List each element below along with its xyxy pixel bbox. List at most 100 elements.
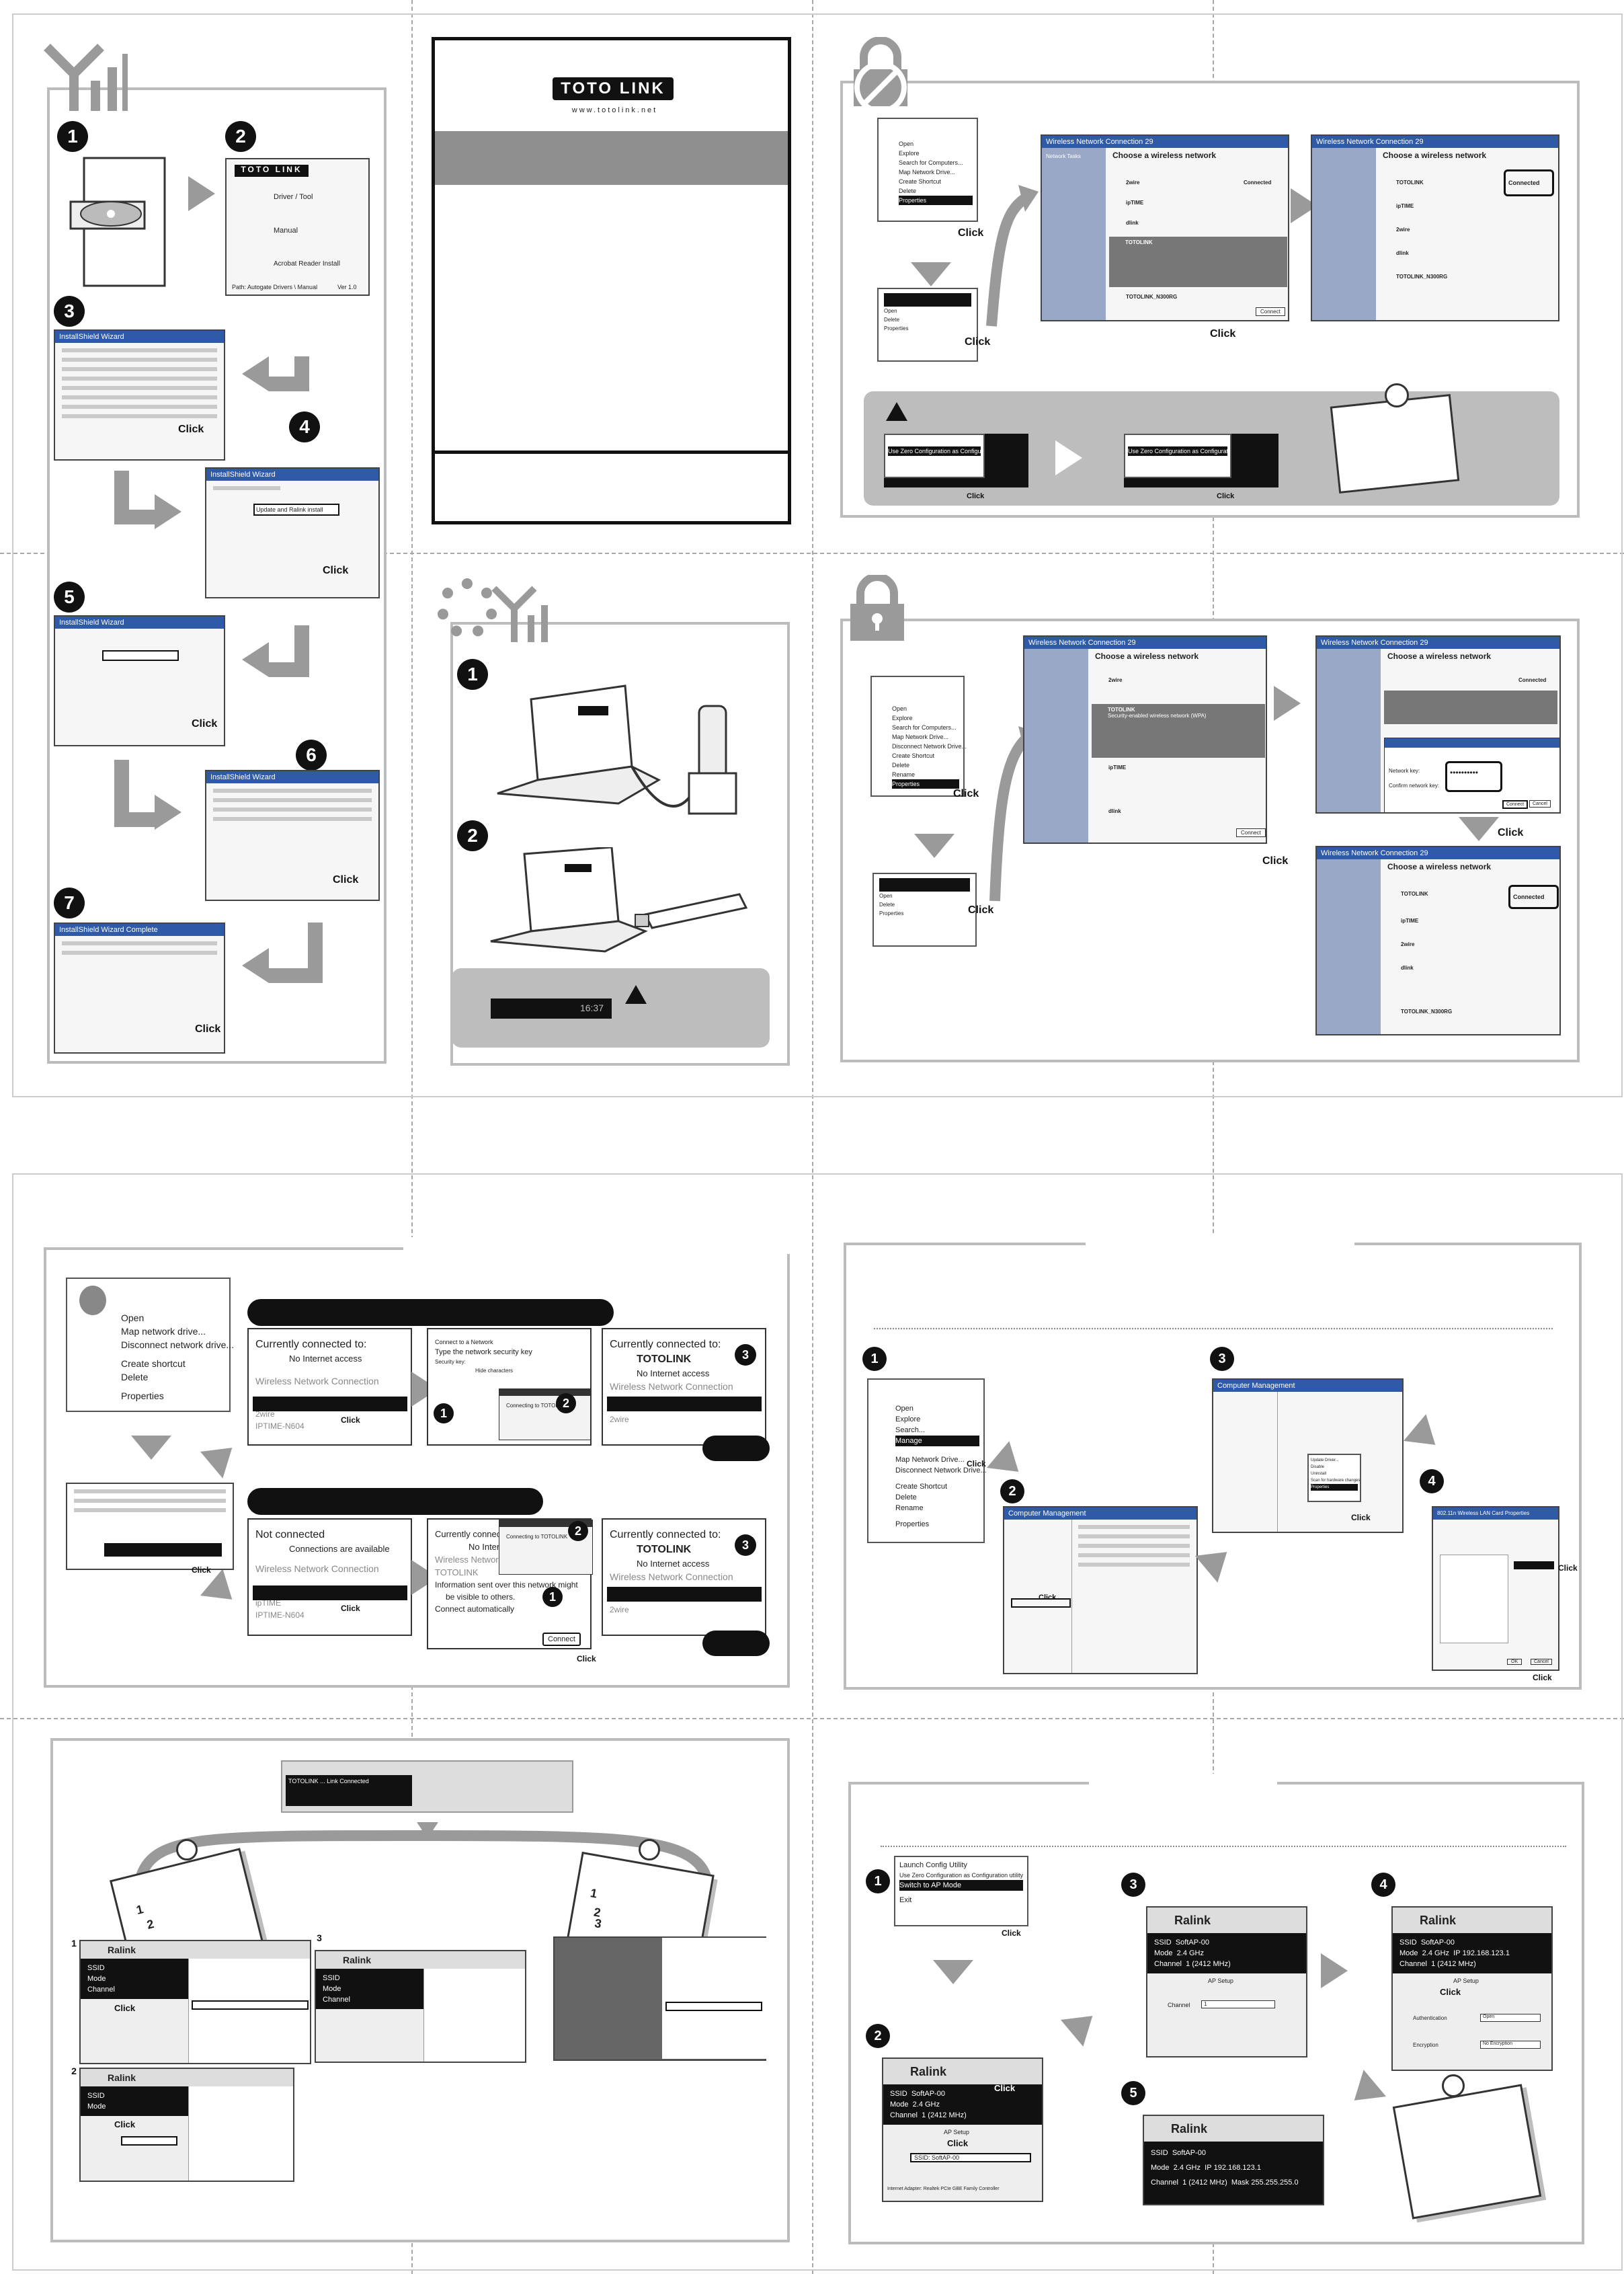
menu-item[interactable]: Properties (121, 1390, 164, 1401)
network-name[interactable]: ipTIME (1396, 203, 1414, 209)
network-name[interactable]: ipTIME (1401, 918, 1419, 924)
cancel-button[interactable]: Cancel (1531, 1659, 1552, 1665)
channel-select[interactable]: 1 (1201, 2000, 1275, 2008)
menu-item[interactable]: Exit (888, 467, 899, 473)
network-name[interactable]: TOTOLINK (1401, 891, 1428, 897)
wizard-option[interactable]: Update and Ralink install (253, 504, 339, 516)
menu-item[interactable]: Map network drive... (121, 1326, 206, 1337)
network-name[interactable]: IPTIME-N604 (255, 1421, 304, 1431)
menu-item[interactable]: Manage (895, 1436, 979, 1446)
menu-item[interactable]: Open (892, 705, 907, 712)
menu-item[interactable]: Explore (895, 1415, 921, 1423)
network-name[interactable]: dlink (1108, 808, 1121, 814)
menu-item[interactable]: Launch Config Utility (888, 438, 944, 445)
menu-item[interactable]: Disconnect Network Drive... (892, 743, 967, 750)
menu-item[interactable]: Update Driver... (1311, 1458, 1339, 1462)
network-name[interactable]: 2wire (255, 1409, 275, 1419)
menu-item[interactable]: Create Shortcut (899, 178, 942, 185)
menu-item[interactable]: Disconnect Network Drive... (895, 1466, 987, 1475)
network-name[interactable]: TOTOLINK_N300RG (1396, 274, 1448, 280)
network-name[interactable]: 2wire (1126, 180, 1140, 186)
menu-item[interactable]: Delete (121, 1372, 149, 1382)
menu-item[interactable]: Search for Computers... (892, 724, 957, 731)
menu-item[interactable]: Open (899, 141, 914, 147)
menu-item[interactable]: Use Zero Configuration as Configuration … (1128, 446, 1227, 456)
arrow-down (131, 1436, 171, 1460)
menu-item[interactable]: Launch Config Utility (899, 1861, 967, 1869)
menu-item[interactable]: Open (879, 893, 893, 899)
network-name[interactable]: IPTIME-N604 (255, 1610, 304, 1620)
menu-item[interactable]: Delete (892, 762, 910, 769)
ok-button[interactable]: OK (1507, 1659, 1522, 1665)
menu-item[interactable]: Map Network Drive... (892, 734, 949, 740)
network-name[interactable]: ipTIME (1108, 764, 1127, 771)
network-name[interactable]: 2wire (610, 1605, 629, 1614)
connect-button[interactable]: Connect (1502, 800, 1529, 809)
network-name[interactable]: dlink (1126, 220, 1139, 226)
menu-item[interactable]: Delete (884, 317, 900, 323)
network-name[interactable]: TOTOLINK_N300RG (1401, 1009, 1453, 1015)
network-name[interactable]: 2wire (610, 1415, 629, 1424)
menu-item[interactable]: Properties (1311, 1484, 1358, 1491)
menu-item[interactable]: Use Zero Configuration as Configuration … (888, 446, 981, 456)
menu-item[interactable]: Properties (879, 910, 904, 916)
menu-item[interactable]: Delete (895, 1493, 917, 1501)
menu-item[interactable]: Create Shortcut (895, 1483, 948, 1491)
network-name[interactable]: 2wire (1396, 227, 1410, 233)
menu-item[interactable]: Map Network Drive... (895, 1456, 965, 1464)
menu-item[interactable]: Map Network Drive... (899, 169, 956, 175)
menu-item[interactable]: Properties (884, 325, 909, 331)
menu-item[interactable]: Delete (899, 188, 917, 194)
network-name[interactable]: TOTOLINK (1396, 180, 1424, 186)
menu-item[interactable]: Exit (1128, 467, 1139, 473)
menu-item[interactable]: Properties (899, 196, 973, 205)
selected-network[interactable]: TOTOLINK (1109, 237, 1287, 287)
menu-item[interactable]: Search for Computers... (899, 159, 963, 166)
connect-button[interactable]: Connect (1236, 828, 1266, 837)
menu-item[interactable]: Exit (899, 1896, 912, 1904)
menu-item[interactable]: Properties (895, 1520, 930, 1528)
hide-chars-label[interactable]: Hide characters (475, 1368, 514, 1374)
ssid-input[interactable] (121, 2136, 177, 2146)
connect-button[interactable]: Connect (1256, 307, 1285, 316)
enc-select[interactable]: No Encryption (1480, 2041, 1541, 2049)
menu-item[interactable]: Use Zero Configuration as Configuration … (899, 1872, 1023, 1879)
menu-item[interactable]: Switch to AP Mode (899, 1880, 1023, 1891)
menu-item[interactable]: Properties (892, 779, 959, 789)
autorun-item[interactable]: Manual (274, 227, 298, 235)
cancel-button[interactable]: Cancel (1529, 800, 1551, 808)
network-name[interactable]: dlink (1396, 250, 1409, 256)
menu-item[interactable]: Create Shortcut (892, 752, 935, 759)
menu-item[interactable]: Switch to AP Mode (1128, 457, 1179, 464)
autorun-item[interactable]: Driver / Tool (274, 193, 313, 201)
menu-item[interactable]: Disable (1311, 1465, 1325, 1469)
menu-item[interactable]: Create shortcut (121, 1358, 186, 1369)
auth-select[interactable]: Open (1480, 2014, 1541, 2022)
network-name[interactable]: 2wire (1401, 941, 1415, 947)
menu-item[interactable]: Search... (895, 1426, 926, 1434)
menu-item[interactable]: Switch to AP Mode (888, 457, 939, 464)
menu-item[interactable]: Open (121, 1312, 145, 1323)
menu-item[interactable]: Open (895, 1405, 914, 1413)
menu-item[interactable]: Rename (892, 771, 916, 778)
menu-item[interactable]: Explore (892, 715, 913, 721)
ssid-input[interactable]: SSID: SoftAP-00 (910, 2153, 1031, 2162)
autorun-item[interactable]: Acrobat Reader Install (274, 260, 340, 268)
menu-item[interactable]: Rename (895, 1504, 924, 1512)
network-name[interactable]: TOTOLINK_N300RG (1126, 294, 1178, 300)
connect-button[interactable]: Connect (542, 1633, 581, 1646)
auto-connect-checkbox[interactable]: Connect automatically (435, 1604, 515, 1614)
menu-item[interactable]: Uninstall (1311, 1472, 1327, 1476)
menu-item[interactable]: Launch Config Utility (1128, 438, 1184, 445)
menu-item[interactable]: Delete (879, 902, 895, 908)
menu-item[interactable]: Disconnect network drive... (121, 1339, 235, 1350)
network-name[interactable]: ipTIME (255, 1598, 282, 1608)
menu-item[interactable]: Scan for hardware changes (1311, 1479, 1361, 1483)
network-name[interactable]: dlink (1401, 965, 1414, 971)
menu-item[interactable]: Open (884, 308, 897, 314)
network-name[interactable]: ipTIME (1126, 200, 1144, 206)
menu-item[interactable]: Explore (899, 150, 920, 157)
network-name[interactable]: 2wire (1108, 677, 1123, 683)
key-input-highlight[interactable]: •••••••••• (1445, 761, 1502, 792)
